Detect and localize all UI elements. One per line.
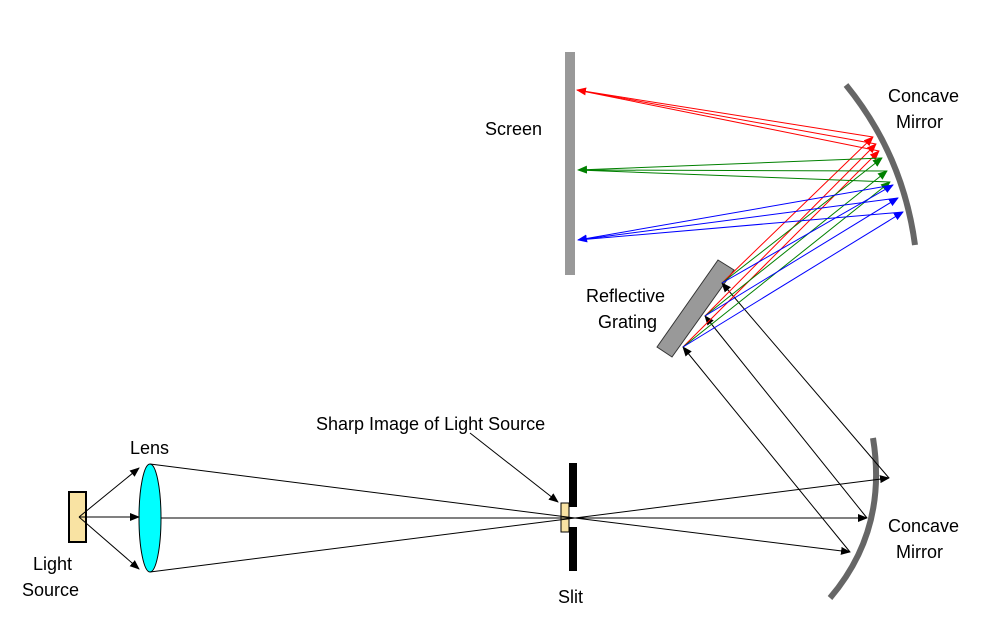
source-rays xyxy=(78,282,890,573)
upper-mirror-label: Mirror xyxy=(896,112,943,132)
lower-concave-mirror xyxy=(827,437,880,600)
green-rays xyxy=(577,157,891,348)
upper-mirror-label: Concave xyxy=(888,86,959,106)
screen-label: Screen xyxy=(485,119,542,139)
upper-concave-mirror xyxy=(843,83,918,246)
screen xyxy=(565,52,575,275)
lower-mirror-label: Concave xyxy=(888,516,959,536)
blue-rays xyxy=(577,184,904,348)
slit-top xyxy=(569,463,577,507)
slit-bottom xyxy=(569,527,577,571)
slit-label: Slit xyxy=(558,587,583,607)
lens-label: Lens xyxy=(130,438,169,458)
light-source-label: Light xyxy=(33,554,72,574)
light-source-label: Source xyxy=(22,580,79,600)
sharp-image-label: Sharp Image of Light Source xyxy=(316,414,545,434)
reflective-grating xyxy=(656,259,735,358)
grating-label: Grating xyxy=(598,312,657,332)
lower-mirror-label: Mirror xyxy=(896,542,943,562)
grating-label: Reflective xyxy=(586,286,665,306)
lens xyxy=(138,463,162,573)
